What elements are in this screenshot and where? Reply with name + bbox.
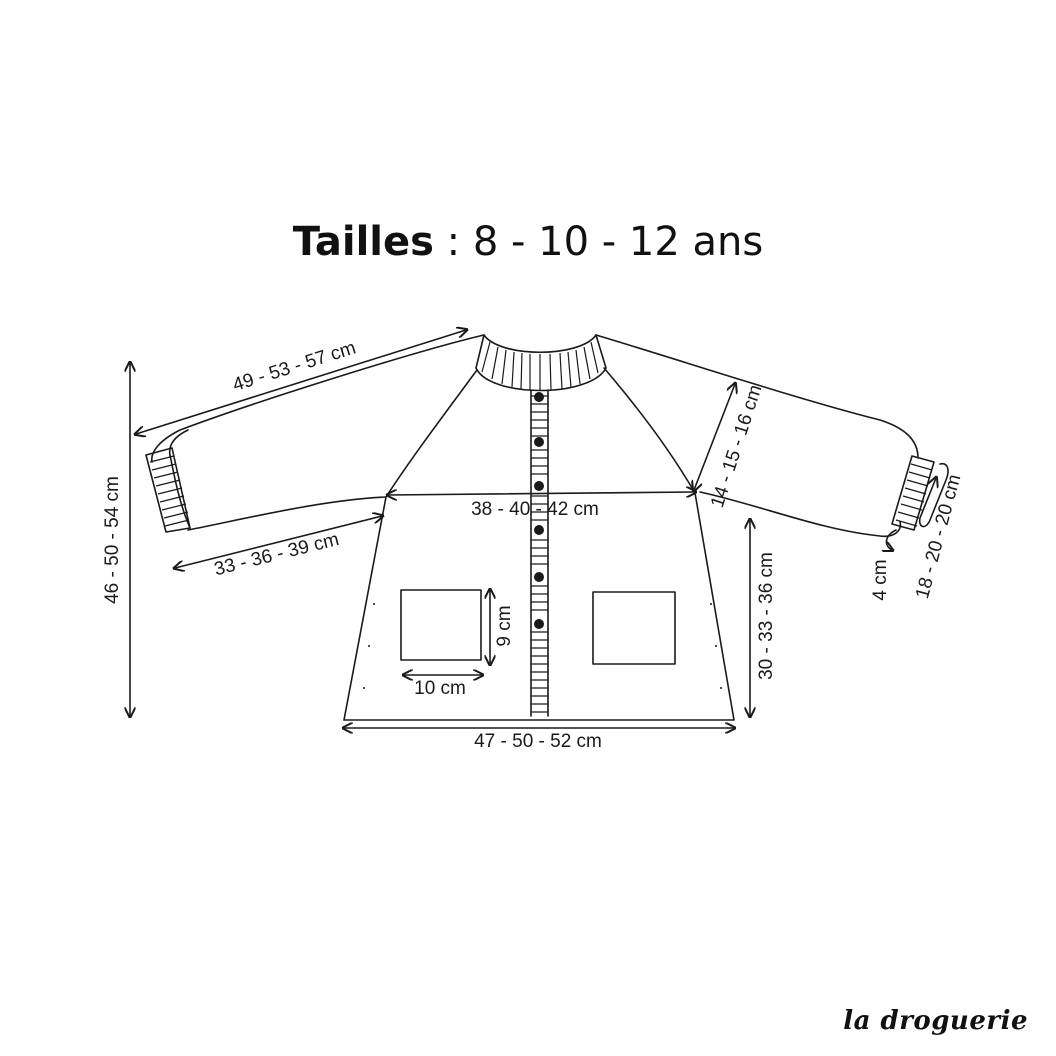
raglan-depth-arrow: [694, 384, 735, 490]
page-title: Tailles : 8 - 10 - 12 ans: [0, 214, 1056, 270]
sleeve-length-arrow: [136, 330, 466, 434]
button-1: [534, 392, 544, 402]
total-length-label: 46 - 50 - 54 cm: [102, 476, 123, 604]
cuff-height-arrow: [886, 529, 897, 550]
title-label: Tailles: [292, 219, 434, 265]
measurement-arrows: [130, 330, 949, 728]
chest-width-label: 38 - 40 - 42 cm: [471, 499, 599, 520]
button-5: [534, 572, 544, 582]
left-pocket: [400, 589, 482, 661]
cardigan-outline: [145, 334, 935, 721]
right-sleeve: [595, 334, 919, 538]
button-band: [530, 389, 549, 717]
cuff-height-label: 4 cm: [870, 559, 891, 600]
cuff-width-arrow: [918, 462, 949, 528]
cuff-width-label: 18 - 20 - 20 cm: [912, 472, 965, 601]
pocket-width-label: 10 cm: [414, 678, 466, 699]
chest-width-arrow: [388, 492, 695, 495]
title-sizes: 8 - 10 - 12 ans: [472, 219, 764, 265]
button-2: [534, 437, 544, 447]
left-cuff: [145, 447, 191, 533]
button-6: [534, 619, 544, 629]
raglan-depth-label: 14 - 15 - 16 cm: [707, 382, 766, 510]
pocket-height-label: 9 cm: [494, 605, 515, 646]
right-cuff: [891, 455, 935, 531]
body-length-label: 30 - 33 - 36 cm: [756, 552, 777, 680]
title-separator: :: [433, 219, 473, 265]
button-3: [534, 481, 544, 491]
sleeve-length-label: 49 - 53 - 57 cm: [230, 338, 358, 396]
right-pocket: [592, 591, 676, 665]
button-4: [534, 525, 544, 535]
sleeve-underarm-label: 33 - 36 - 39 cm: [212, 529, 341, 580]
brand-logo: la droguerie: [843, 1006, 1028, 1036]
buttons: [534, 392, 544, 629]
measurement-labels: 49 - 53 - 57 cm 46 - 50 - 54 cm 33 - 36 …: [102, 338, 965, 752]
hem-width-label: 47 - 50 - 52 cm: [474, 731, 602, 752]
sleeve-underarm-arrow: [175, 516, 382, 568]
collar: [475, 334, 607, 392]
body: [343, 492, 735, 721]
